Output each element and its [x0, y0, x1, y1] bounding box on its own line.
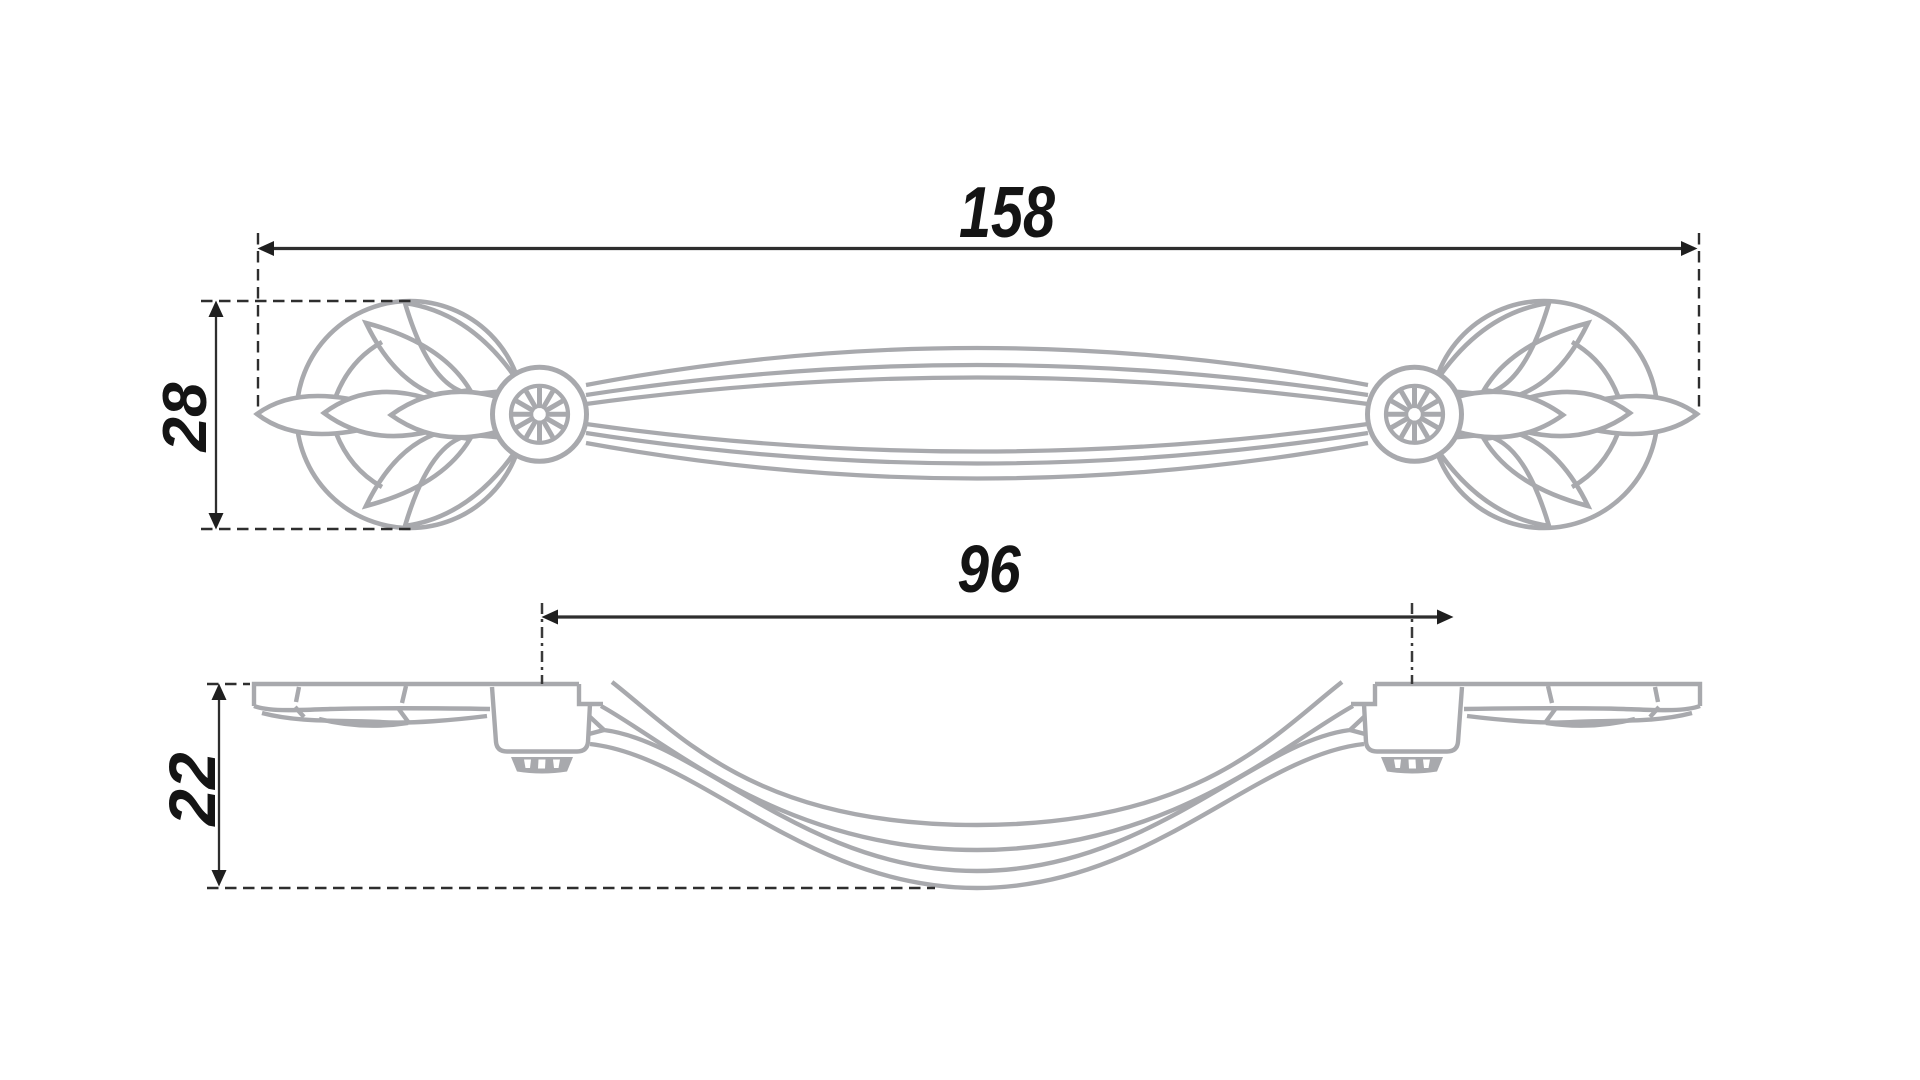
svg-text:28: 28: [151, 382, 220, 452]
svg-text:22: 22: [155, 752, 229, 828]
svg-text:96: 96: [957, 533, 1021, 607]
svg-text:158: 158: [959, 172, 1056, 253]
